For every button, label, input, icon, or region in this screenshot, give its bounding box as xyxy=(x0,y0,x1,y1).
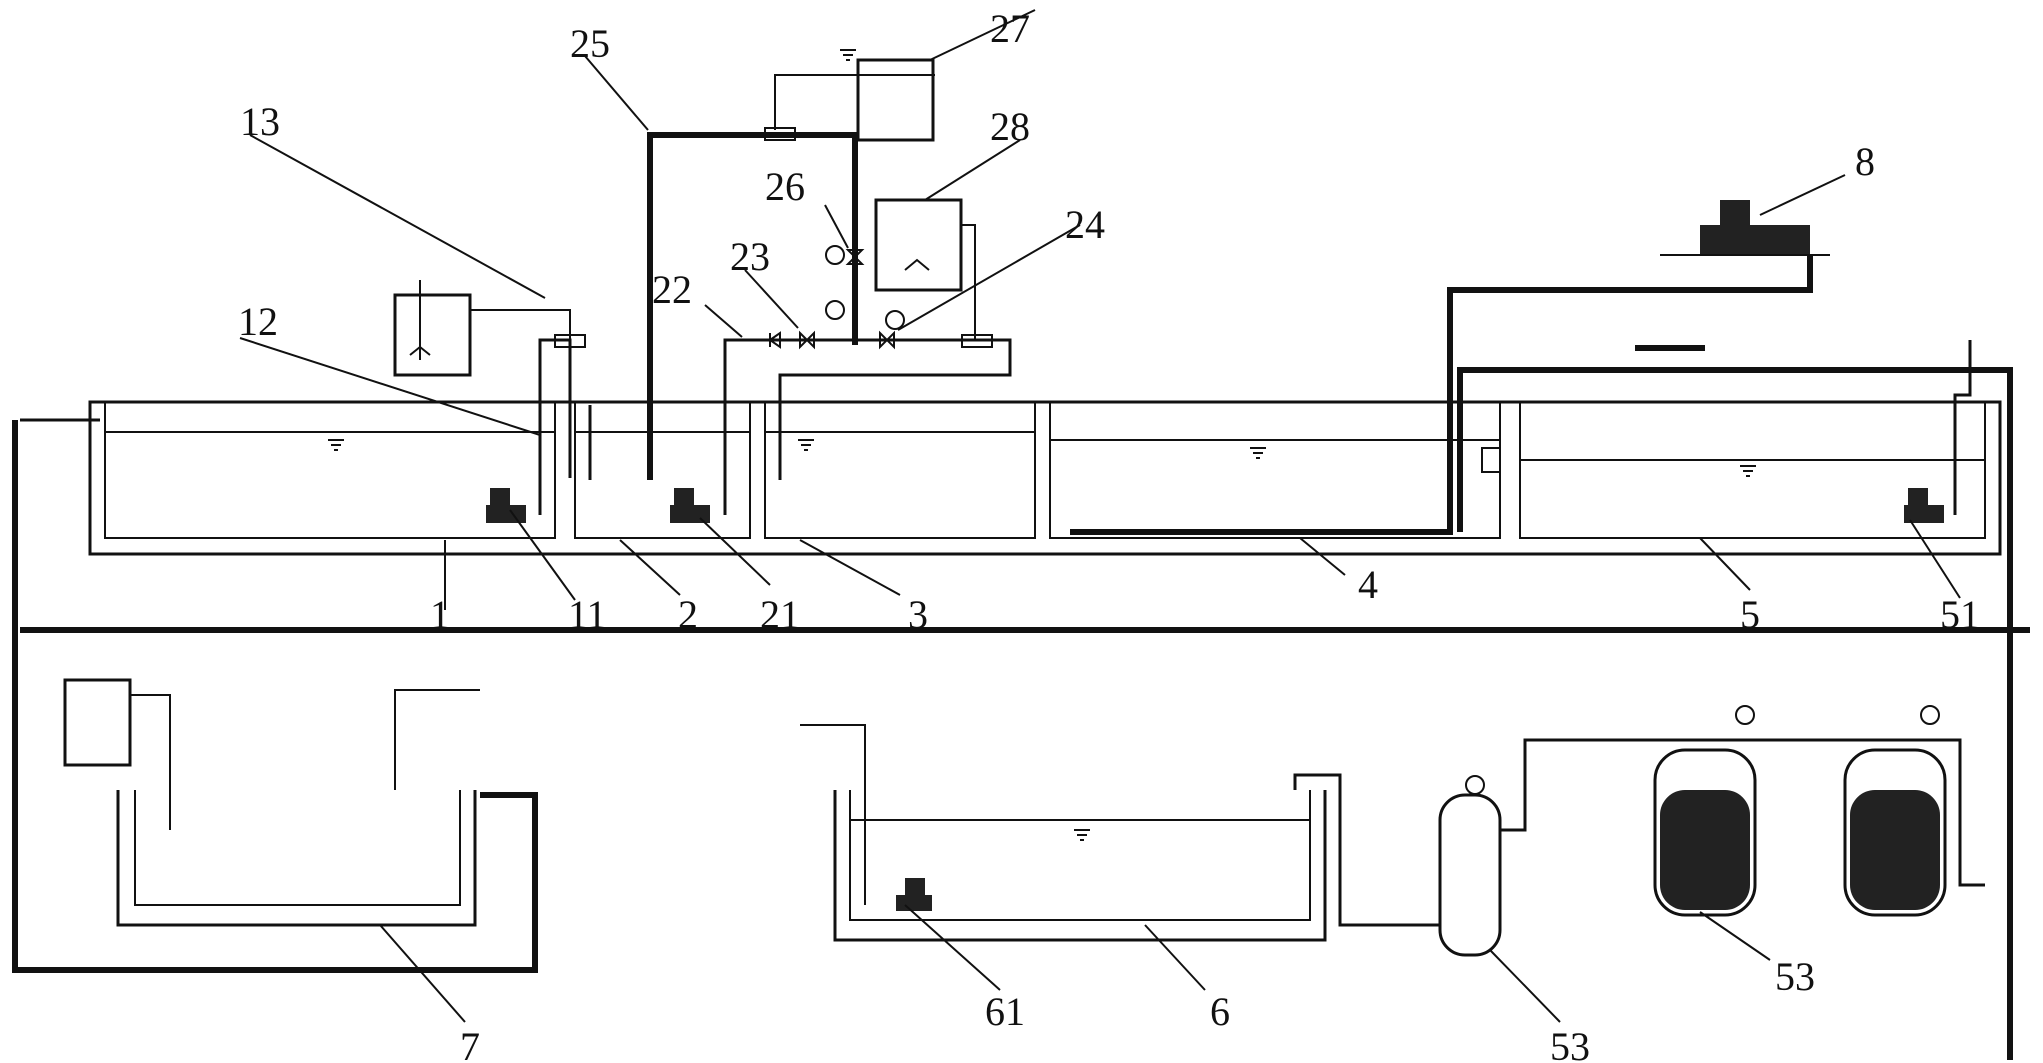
label-3: 3 xyxy=(908,592,928,637)
label-23: 23 xyxy=(730,234,770,279)
tank-6 xyxy=(833,790,1327,942)
filter-tank-icon xyxy=(1653,748,1947,917)
label-1: 1 xyxy=(430,592,450,637)
component-labels: 1 11 2 21 3 4 5 51 13 12 25 22 23 26 27 … xyxy=(238,6,1980,1063)
label-24: 24 xyxy=(1065,202,1105,247)
blower-icon xyxy=(1660,200,1830,256)
label-6: 6 xyxy=(1210,989,1230,1034)
label-11: 11 xyxy=(568,592,607,637)
overflow-weir xyxy=(1481,447,1501,473)
label-21: 21 xyxy=(760,592,800,637)
pressure-gauge-icon xyxy=(825,245,1940,795)
label-12: 12 xyxy=(238,299,278,344)
label-2: 2 xyxy=(678,592,698,637)
label-13: 13 xyxy=(240,99,280,144)
leader-lines xyxy=(239,9,1961,1023)
label-51: 51 xyxy=(1940,592,1980,637)
dosing-tank-icon xyxy=(63,58,963,767)
label-53-filter: 53 xyxy=(1775,954,1815,999)
label-4: 4 xyxy=(1358,562,1378,607)
submersible-pump-icon xyxy=(486,488,1944,911)
label-8: 8 xyxy=(1855,139,1875,184)
label-26: 26 xyxy=(765,164,805,209)
label-61: 61 xyxy=(985,989,1025,1034)
label-7: 7 xyxy=(460,1024,480,1063)
check-valve-icon xyxy=(768,331,781,349)
stirrer-icon xyxy=(409,258,930,356)
main-basin xyxy=(88,400,2002,556)
label-22: 22 xyxy=(652,267,692,312)
label-53-vessel: 53 xyxy=(1550,1024,1590,1063)
label-5: 5 xyxy=(1740,592,1760,637)
tank-7 xyxy=(116,790,477,927)
valve-icon xyxy=(799,249,895,350)
water-level-icon xyxy=(328,49,1756,841)
pressure-vessel-icon xyxy=(1438,793,1502,957)
label-28: 28 xyxy=(990,104,1030,149)
label-25: 25 xyxy=(570,21,610,66)
label-27: 27 xyxy=(990,6,1030,51)
